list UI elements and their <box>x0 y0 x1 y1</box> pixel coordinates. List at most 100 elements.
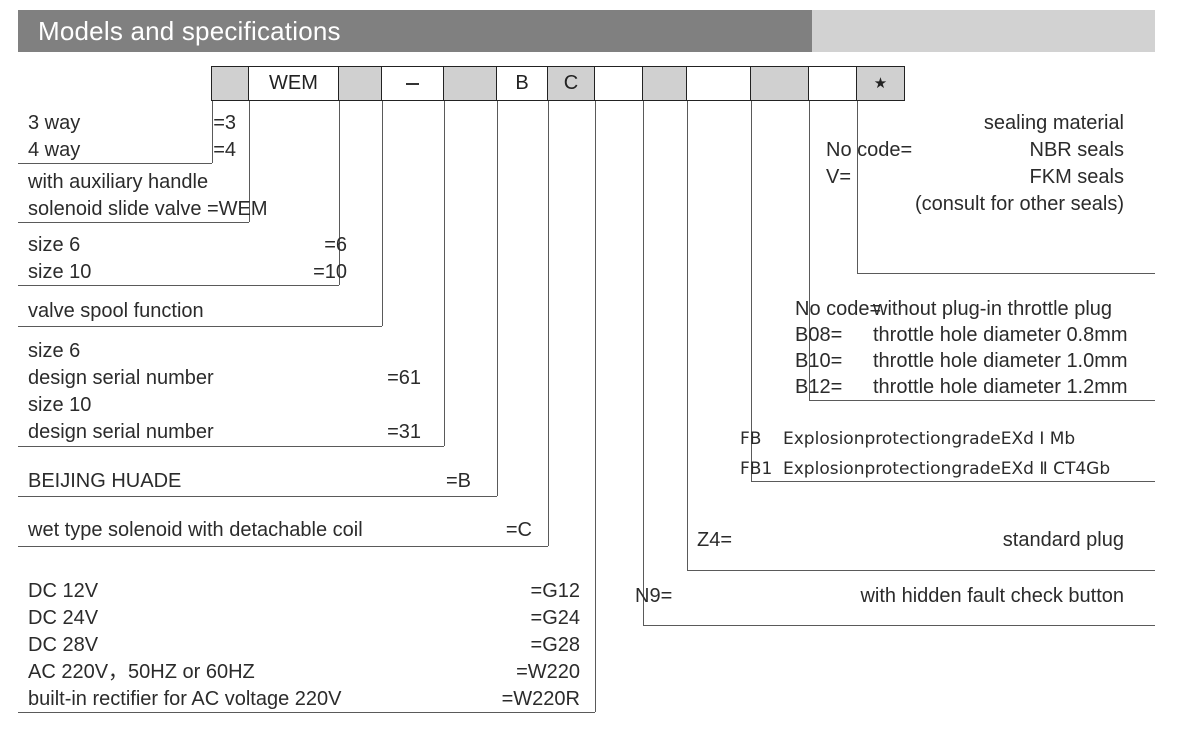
code-cell-label: B <box>515 72 529 94</box>
left-label-serial-1: design serial number <box>28 367 214 389</box>
model-code-row: WEM B C ★ <box>211 66 905 101</box>
left-code-voltage-1: =G24 <box>530 607 580 629</box>
code-cell-10 <box>750 66 808 101</box>
left-label-handle-1: solenoid slide valve =WEM <box>28 198 268 220</box>
connector-horizontal-right-0 <box>857 273 1155 274</box>
connector-horizontal-left-3 <box>18 326 382 327</box>
left-label-serial-2: size 10 <box>28 394 92 416</box>
code-cell-11 <box>808 66 856 101</box>
right-code-explosion-0: FB <box>740 429 762 449</box>
code-cell-6: C <box>547 66 594 101</box>
left-label-size-0: size 6 <box>28 234 81 256</box>
connector-horizontal-right-4 <box>643 625 1155 626</box>
left-code-voltage-0: =G12 <box>530 580 580 602</box>
right-code-button: N9= <box>635 585 673 607</box>
right-code-plug: Z4= <box>697 529 733 551</box>
right-label-sealing-1: FKM seals <box>1029 166 1124 188</box>
connector-vertical-left-3 <box>382 101 383 326</box>
left-code-voltage-2: =G28 <box>530 634 580 656</box>
right-label-explosion-0: ExplosionprotectiongradeEXd Ⅰ Mb <box>783 429 1076 449</box>
left-code-voltage-3: =W220 <box>516 661 580 683</box>
right-label-throttle-2: throttle hole diameter 1.0mm <box>873 350 1128 372</box>
right-code-throttle-0: No code= <box>795 298 882 320</box>
header-bar-light <box>812 10 1155 52</box>
left-code-brand: =B <box>445 470 471 492</box>
code-cell-5: B <box>496 66 547 101</box>
left-code-serial-1: =61 <box>387 367 421 389</box>
right-code-throttle-3: B12= <box>795 376 843 398</box>
connector-horizontal-left-2 <box>18 285 339 286</box>
right-label-sealing-note: (consult for other seals) <box>915 193 1124 215</box>
right-code-explosion-1: FB1 <box>740 459 773 479</box>
code-cell-label: C <box>563 72 579 94</box>
left-label-brand: BEIJING HUADE <box>28 470 182 492</box>
right-label-throttle-0: without plug-in throttle plug <box>873 298 1113 320</box>
page-title: Models and specifications <box>38 16 341 46</box>
code-cell-8 <box>642 66 686 101</box>
connector-horizontal-left-1 <box>18 222 249 223</box>
left-label-voltage-3: AC 220V，50HZ or 60HZ <box>28 661 255 683</box>
connector-vertical-right-4 <box>643 101 644 625</box>
left-label-solenoid: wet type solenoid with detachable coil <box>28 519 363 541</box>
connector-vertical-left-4 <box>444 101 445 446</box>
connector-vertical-right-3 <box>687 101 688 570</box>
right-label-throttle-3: throttle hole diameter 1.2mm <box>873 376 1128 398</box>
code-cell-0 <box>211 66 248 101</box>
code-cell-2 <box>338 66 381 101</box>
left-label-handle-0: with auxiliary handle <box>28 171 209 193</box>
right-label-plug: standard plug <box>1002 529 1124 551</box>
connector-vertical-left-6 <box>548 101 549 546</box>
left-label-voltage-0: DC 12V <box>28 580 99 602</box>
connector-vertical-right-2 <box>751 101 752 481</box>
code-cell-12: ★ <box>856 66 905 101</box>
connector-vertical-left-1 <box>249 101 250 222</box>
left-code-way-0: =3 <box>213 112 236 134</box>
left-code-way-1: =4 <box>213 139 236 161</box>
left-label-spool: valve spool function <box>28 300 204 322</box>
connector-vertical-left-0 <box>212 101 213 163</box>
left-code-voltage-4: =W220R <box>501 688 580 710</box>
connector-vertical-left-2 <box>339 101 340 285</box>
left-label-size-1: size 10 <box>28 261 92 283</box>
header-bar-dark <box>18 10 812 52</box>
connector-horizontal-left-5 <box>18 496 497 497</box>
connector-vertical-right-0 <box>857 101 858 273</box>
dash-icon <box>406 82 419 85</box>
right-label-explosion-1: ExplosionprotectiongradeEXd Ⅱ CT4Gb <box>783 459 1111 479</box>
connector-horizontal-left-4 <box>18 446 444 447</box>
header-bar: Models and specifications <box>18 10 1155 52</box>
connector-horizontal-left-0 <box>18 163 212 164</box>
left-code-size-0: =6 <box>324 234 347 256</box>
connector-horizontal-right-3 <box>687 570 1155 571</box>
left-label-serial-0: size 6 <box>28 340 81 362</box>
code-cell-label: WEM <box>269 72 318 94</box>
left-code-serial-3: =31 <box>387 421 421 443</box>
star-icon: ★ <box>873 75 888 92</box>
right-code-sealing-0: No code= <box>826 139 913 161</box>
left-label-voltage-2: DC 28V <box>28 634 99 656</box>
code-cell-4 <box>443 66 496 101</box>
code-cell-7 <box>594 66 642 101</box>
left-label-way-1: 4 way <box>28 139 81 161</box>
left-code-solenoid: =C <box>505 519 532 541</box>
connector-horizontal-left-6 <box>18 546 548 547</box>
right-label-button: with hidden fault check button <box>860 585 1124 607</box>
right-code-throttle-2: B10= <box>795 350 843 372</box>
right-label-throttle-1: throttle hole diameter 0.8mm <box>873 324 1128 346</box>
left-code-size-1: =10 <box>313 261 347 283</box>
connector-horizontal-right-2 <box>751 481 1155 482</box>
right-label-sealing-title: sealing material <box>983 112 1124 134</box>
connector-vertical-left-5 <box>497 101 498 496</box>
code-cell-1: WEM <box>248 66 338 101</box>
connector-vertical-right-1 <box>809 101 810 400</box>
connector-horizontal-left-7 <box>18 712 595 713</box>
left-label-voltage-1: DC 24V <box>28 607 99 629</box>
code-cell-9 <box>686 66 750 101</box>
left-label-serial-3: design serial number <box>28 421 214 443</box>
right-label-sealing-0: NBR seals <box>1029 139 1124 161</box>
left-label-voltage-4: built-in rectifier for AC voltage 220V <box>28 688 342 710</box>
right-code-throttle-1: B08= <box>795 324 843 346</box>
left-label-way-0: 3 way <box>28 112 81 134</box>
connector-vertical-left-7 <box>595 101 596 712</box>
right-code-sealing-1: V= <box>826 166 852 188</box>
